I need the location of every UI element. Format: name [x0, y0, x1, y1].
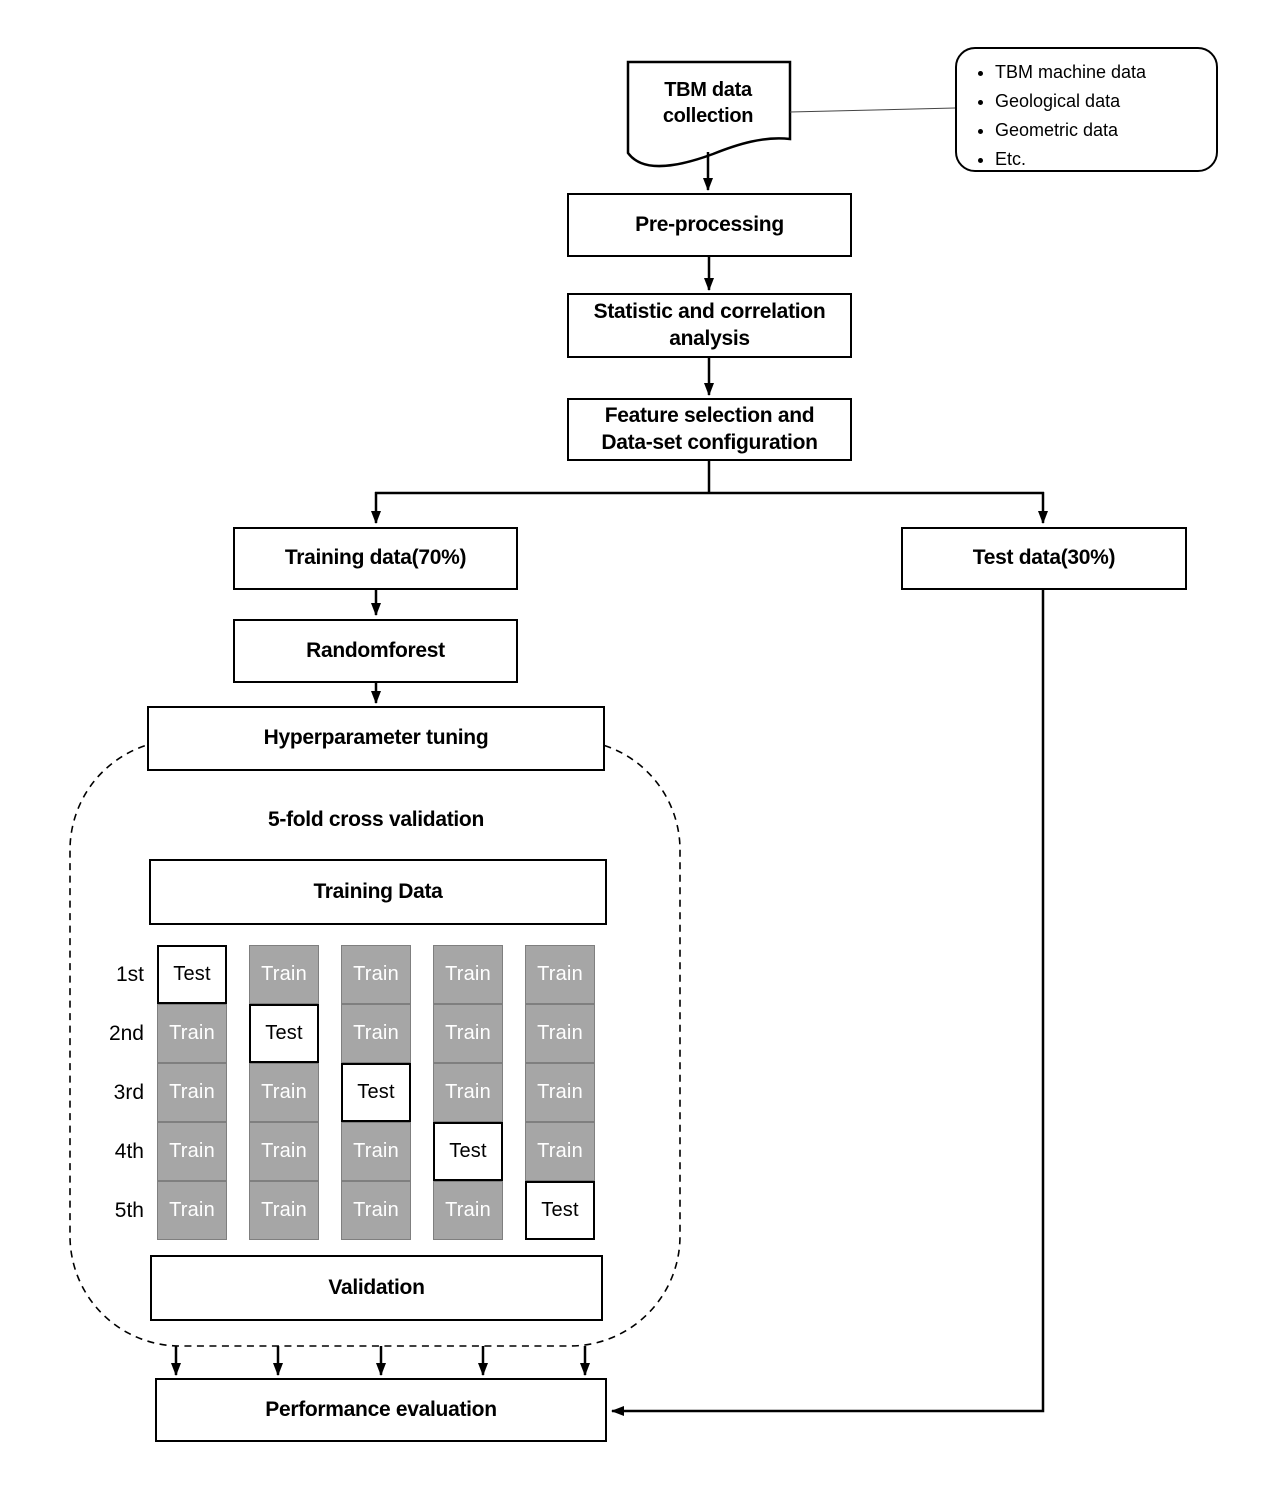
cv-cell: Test: [341, 1063, 411, 1122]
cv-cell: Train: [157, 1004, 227, 1063]
document-shape: [626, 60, 792, 168]
tbm-data-collection-label: TBM data collection: [662, 79, 754, 127]
data-sources-list: TBM machine data Geological data Geometr…: [957, 58, 1216, 174]
list-item: TBM machine data: [995, 58, 1208, 87]
cv-cell: Train: [249, 945, 319, 1004]
feature-selection-box: Feature selection and Data-set configura…: [567, 398, 852, 461]
cv-cell: Train: [341, 1004, 411, 1063]
cv-cell: Train: [249, 1063, 319, 1122]
cv-cell: Train: [525, 945, 595, 1004]
cv-cell: Test: [157, 945, 227, 1004]
cv-cell: Train: [249, 1181, 319, 1240]
list-item: Geometric data: [995, 116, 1208, 145]
training-data-box: Training data(70%): [233, 527, 518, 590]
cv-cell: Train: [157, 1063, 227, 1122]
cv-cell: Test: [525, 1181, 595, 1240]
data-sources-callout: TBM machine data Geological data Geometr…: [955, 47, 1218, 172]
cv-cell: Train: [341, 1122, 411, 1181]
cv-cell: Train: [341, 1181, 411, 1240]
statistic-analysis-box: Statistic and correlation analysis: [567, 293, 852, 358]
cv-cell: Train: [525, 1004, 595, 1063]
cv-cell: Train: [433, 1004, 503, 1063]
cv-row-label-4th: 4th: [114, 1139, 144, 1163]
validation-box: Validation: [150, 1255, 603, 1321]
performance-evaluation-box: Performance evaluation: [155, 1378, 607, 1442]
cv-cell: Train: [525, 1063, 595, 1122]
cv-training-data-box: Training Data: [149, 859, 607, 925]
randomforest-box: Randomforest: [233, 619, 518, 683]
cv-cell: Train: [157, 1122, 227, 1181]
cv-title: 5-fold cross validation: [268, 808, 484, 831]
hyperparameter-tuning-box: Hyperparameter tuning: [147, 706, 605, 771]
cv-cell: Train: [341, 945, 411, 1004]
cv-cell: Train: [249, 1122, 319, 1181]
list-item: Etc.: [995, 145, 1208, 174]
cv-row-label-3rd: 3rd: [113, 1080, 144, 1104]
cv-cell: Train: [525, 1122, 595, 1181]
cv-cell: Test: [249, 1004, 319, 1063]
cv-cell: Train: [433, 945, 503, 1004]
cv-cell: Test: [433, 1122, 503, 1181]
cv-row-label-1st: 1st: [115, 962, 144, 986]
cv-row-label-2nd: 2nd: [108, 1021, 144, 1045]
cv-cell: Train: [433, 1063, 503, 1122]
list-item: Geological data: [995, 87, 1208, 116]
cv-cell: Train: [157, 1181, 227, 1240]
cv-cell: Train: [433, 1181, 503, 1240]
preprocessing-box: Pre-processing: [567, 193, 852, 257]
test-data-box: Test data(30%): [901, 527, 1187, 590]
cv-row-label-5th: 5th: [114, 1198, 144, 1222]
